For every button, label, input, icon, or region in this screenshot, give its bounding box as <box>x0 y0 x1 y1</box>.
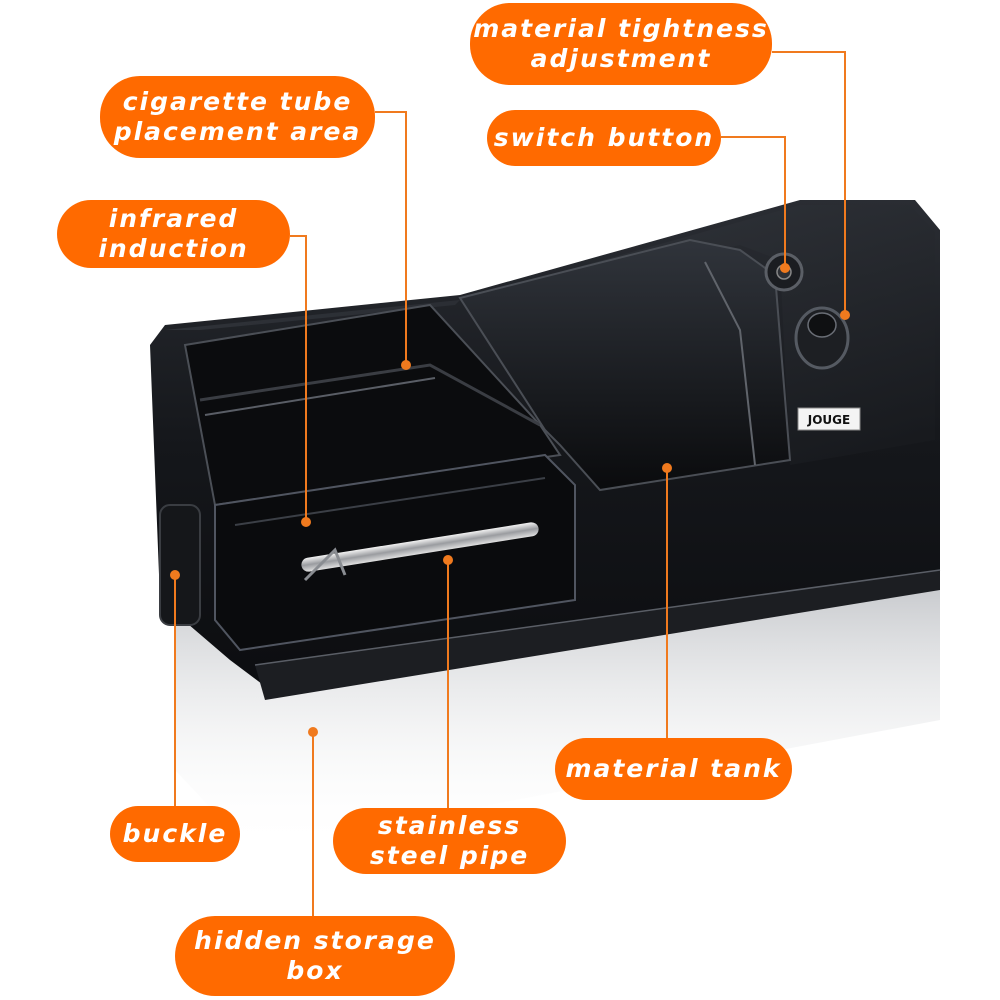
leader-switch-button <box>721 136 786 268</box>
callout-buckle: buckle <box>110 806 240 862</box>
leader-cigarette-tube-placement-area <box>375 111 407 365</box>
callout-text: induction <box>98 234 249 263</box>
callout-text: adjustment <box>530 44 712 73</box>
callout-text: infrared <box>108 204 239 233</box>
callout-text: material tank <box>565 754 782 783</box>
leader-buckle-dot <box>170 570 180 580</box>
callout-material-tank: material tank <box>555 738 792 800</box>
leader-material-tank-dot <box>662 463 672 473</box>
leader-material-tightness-adjustment-dot <box>840 310 850 320</box>
leader-material-tightness-adjustment <box>772 51 846 315</box>
callout-text: buckle <box>122 819 228 848</box>
callout-infrared-induction: infrared induction <box>57 200 290 268</box>
callout-text: stainless <box>377 811 522 840</box>
callout-text: material tightness <box>473 14 769 43</box>
brand-badge-plate <box>797 407 861 431</box>
callout-text: steel pipe <box>369 841 530 870</box>
storage-drawer <box>255 570 940 700</box>
leader-cigarette-tube-placement-area-dot <box>401 360 411 370</box>
leader-hidden-storage-box-dot <box>308 727 318 737</box>
callout-cigarette-tube-placement-area: cigarette tube placement area <box>100 76 375 158</box>
material-tank-graphic <box>458 238 792 492</box>
callout-stainless-steel-pipe: stainless steel pipe <box>333 808 566 874</box>
buckle-graphic <box>159 504 201 626</box>
callout-text: cigarette tube <box>122 87 353 116</box>
tube-tray <box>183 303 562 507</box>
callout-hidden-storage-box: hidden storage box <box>175 916 455 996</box>
machine-top-deck <box>165 205 935 465</box>
stainless-pipe-graphic <box>301 522 539 572</box>
leader-infrared-induction <box>290 235 307 522</box>
leader-stainless-steel-pipe-dot <box>443 555 453 565</box>
callout-text: box <box>286 956 344 985</box>
leader-infrared-induction-dot <box>301 517 311 527</box>
callout-text: switch button <box>493 123 715 152</box>
callout-switch-button: switch button <box>487 110 721 166</box>
leader-switch-button-dot <box>780 263 790 273</box>
callout-material-tightness-adjustment: material tightness adjustment <box>470 3 772 85</box>
brand-badge: JOUGE <box>807 413 850 427</box>
callout-text: placement area <box>113 117 362 146</box>
callout-text: hidden storage <box>194 926 436 955</box>
